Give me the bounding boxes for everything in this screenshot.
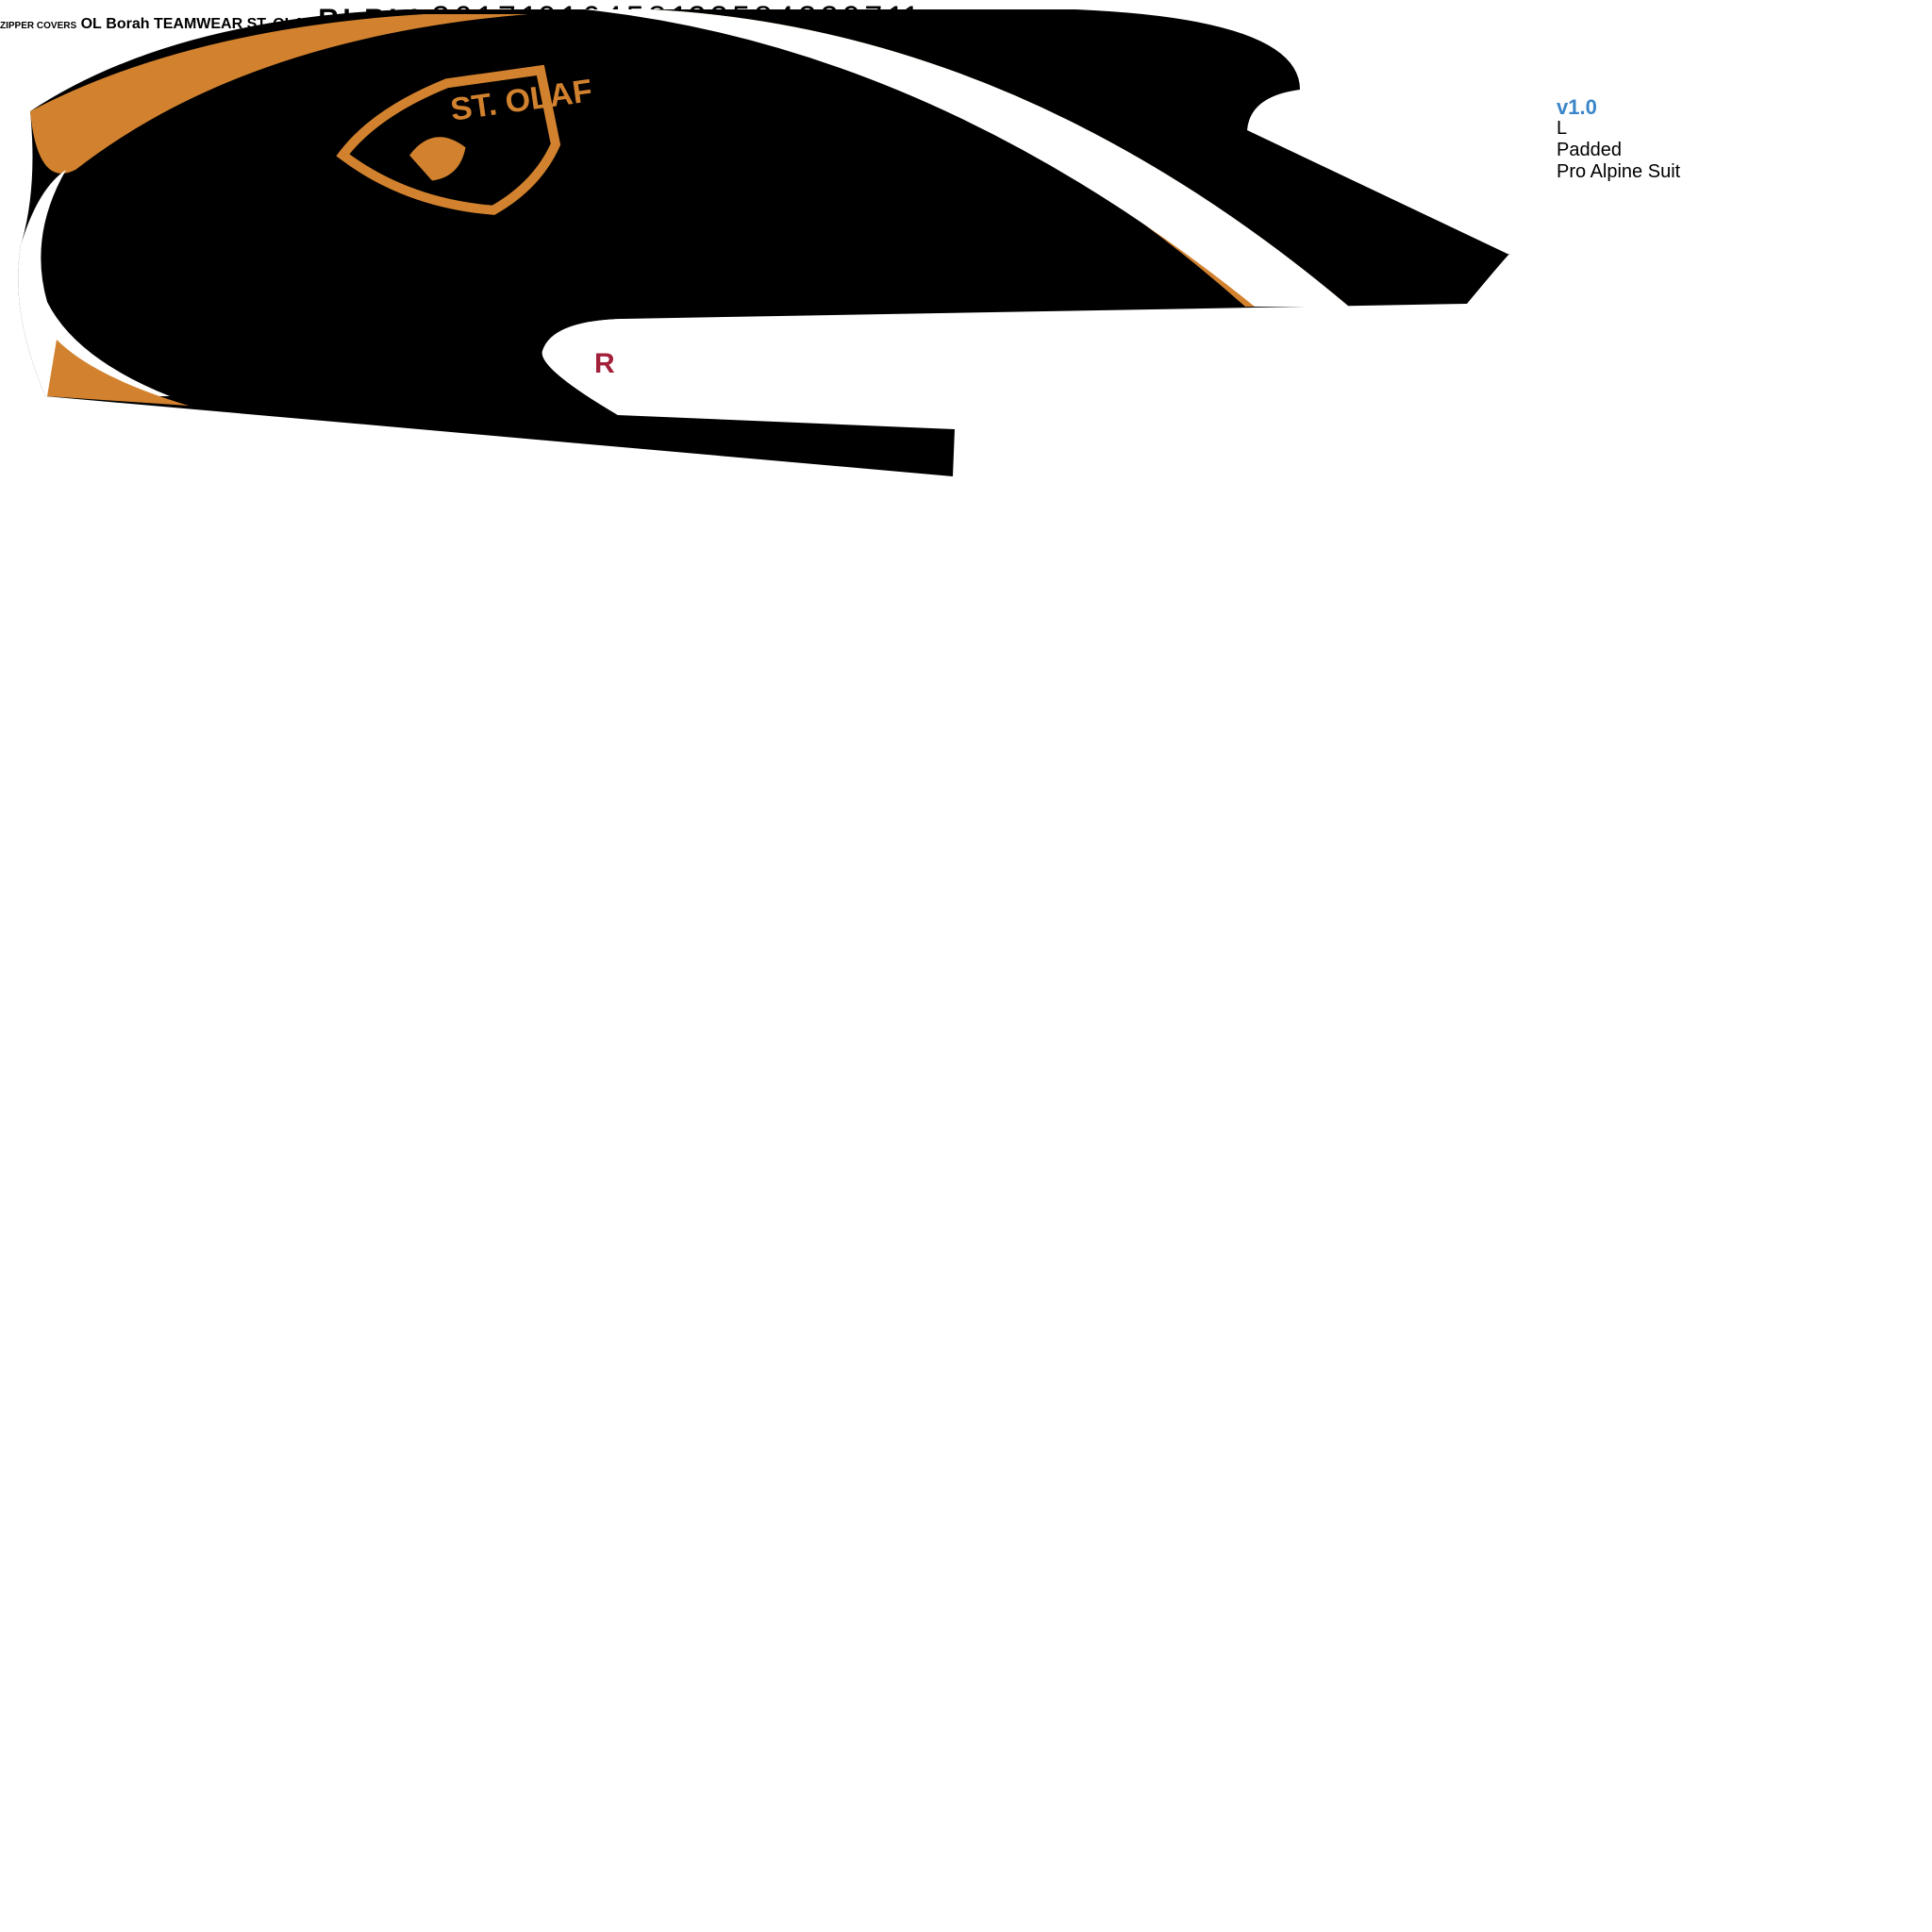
size-label: L [1557, 118, 1568, 139]
zipper-covers: ZIPPER COVERS [0, 16, 81, 32]
sheet-info: v1.0 L Padded Pro Alpine Suit [1557, 96, 1680, 183]
st-olaf-shield-logo: ST. OLAF [336, 64, 594, 215]
sleeve-right: ST. OLAF R [18, 9, 1510, 476]
ol-monogram-logo: OL [80, 16, 102, 32]
product-label: Pro Alpine Suit [1557, 161, 1681, 182]
padding-label: Padded [1557, 140, 1622, 160]
version-label: v1.0 [1557, 95, 1597, 119]
zipper-covers-label: ZIPPER COVERS [0, 21, 77, 31]
borah-brand-logo: Borah TEAMWEAR [106, 16, 243, 32]
side-label-r: R [594, 348, 615, 379]
